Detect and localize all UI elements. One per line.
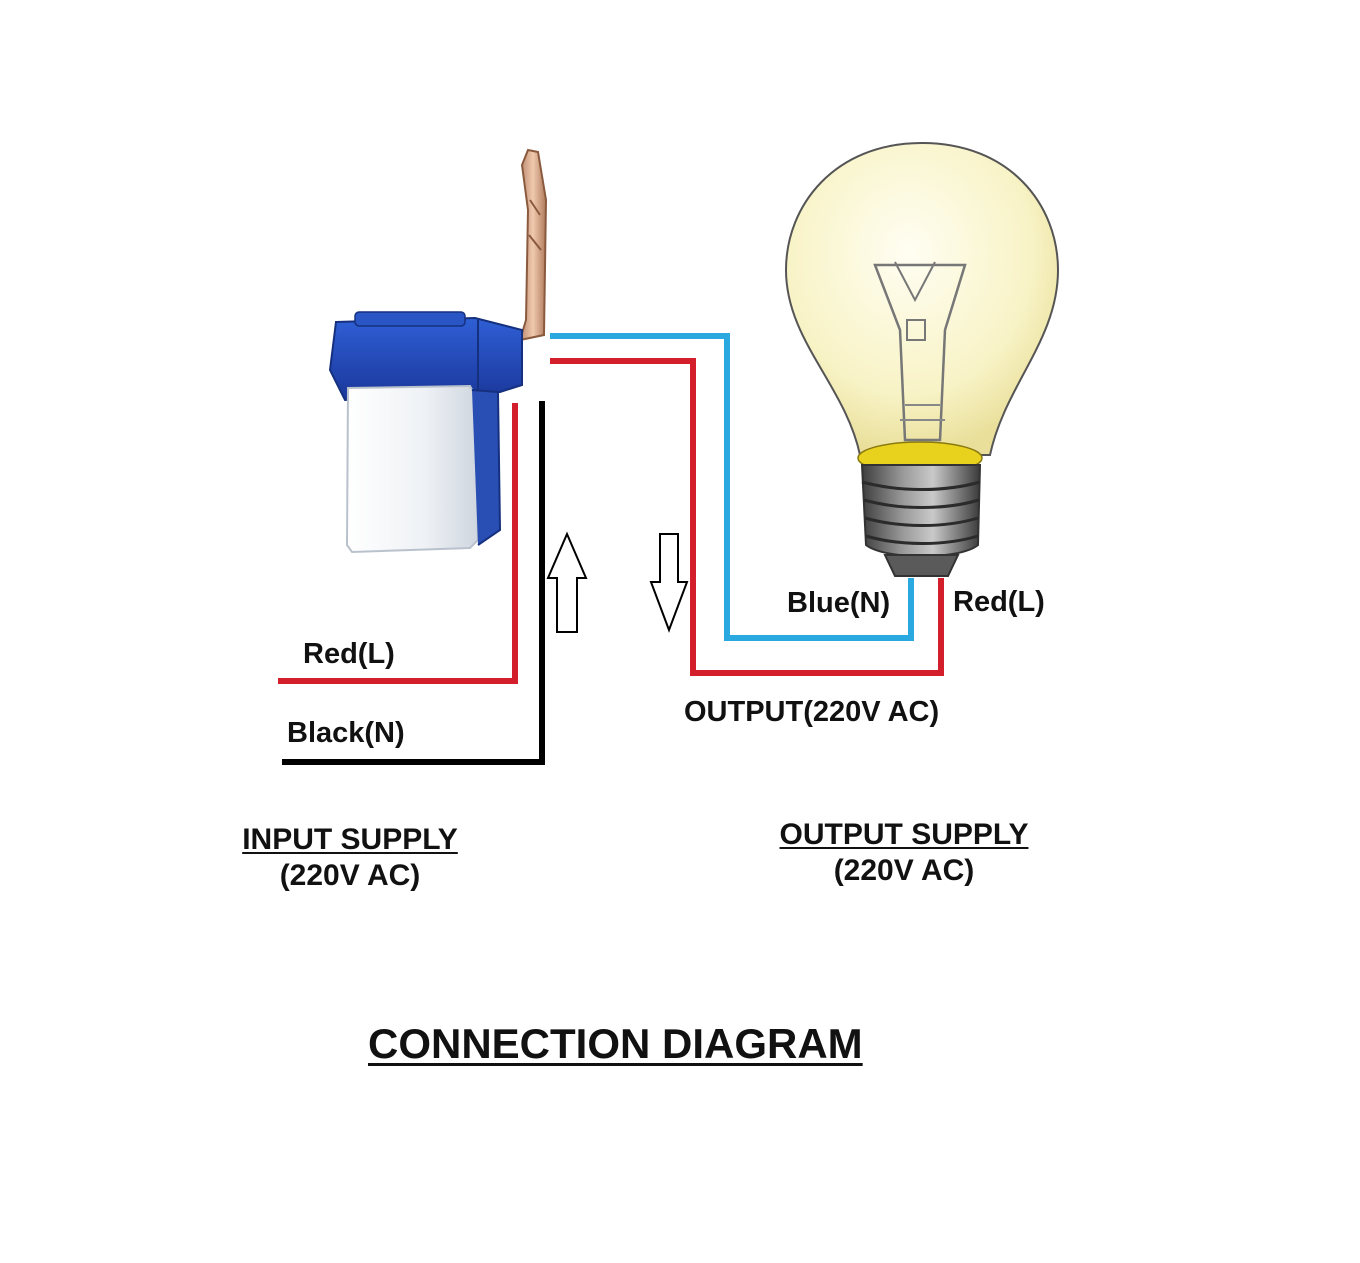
output-neutral-wire-blue [550, 333, 914, 641]
output-blue-label: Blue(N) [787, 587, 891, 619]
input-wiring [278, 401, 545, 765]
output-supply-caption: OUTPUT SUPPLY (220V AC) [754, 817, 1054, 889]
up-arrow-icon [546, 531, 588, 633]
down-arrow-icon [649, 533, 689, 633]
diagram-title: CONNECTION DIAGRAM [368, 1020, 863, 1067]
input-supply-heading: INPUT SUPPLY [242, 823, 458, 856]
input-neutral-wire-black [282, 401, 545, 765]
input-live-wire-red [278, 403, 518, 684]
output-voltage-label: OUTPUT(220V AC) [684, 696, 940, 728]
output-supply-voltage: (220V AC) [833, 854, 975, 887]
output-live-wire-red [550, 358, 944, 676]
output-supply-heading: OUTPUT SUPPLY [779, 818, 1029, 851]
input-supply-voltage: (220V AC) [279, 859, 421, 892]
input-red-label: Red(L) [303, 638, 395, 670]
output-wiring [550, 333, 944, 676]
input-black-label: Black(N) [287, 717, 405, 749]
output-red-label: Red(L) [953, 586, 1045, 618]
light-bulb-icon [784, 141, 1060, 577]
input-supply-caption: INPUT SUPPLY (220V AC) [200, 822, 500, 894]
photocell-sensor-icon [328, 148, 548, 554]
